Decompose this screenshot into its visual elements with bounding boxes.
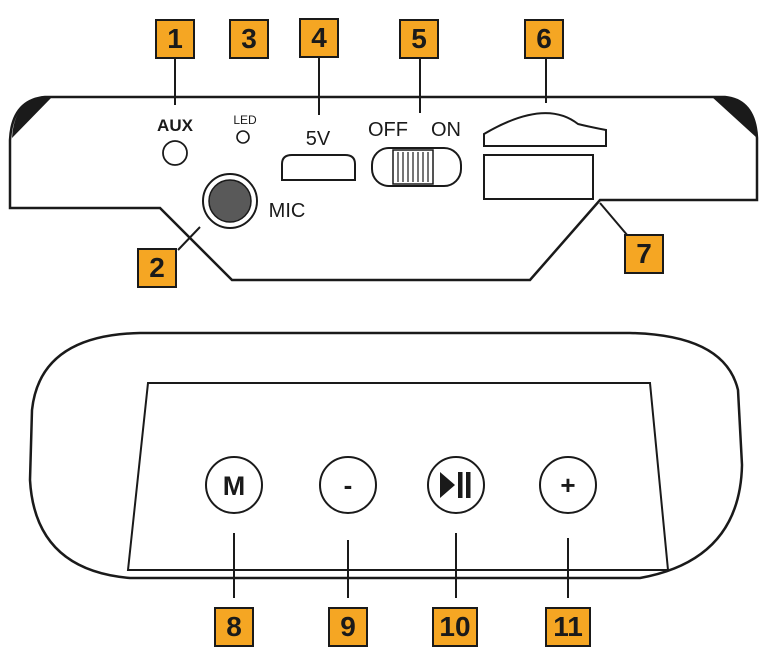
mic-ring xyxy=(202,173,258,229)
side-leader-lines xyxy=(174,58,629,251)
power-switch xyxy=(371,147,462,187)
led-label: LED xyxy=(233,113,257,127)
volume-up-label: + xyxy=(560,470,575,500)
side-panel-left-shade xyxy=(12,97,52,138)
usb-label: 5V xyxy=(306,128,331,150)
callout-10: 10 xyxy=(432,607,478,647)
aux-port xyxy=(162,140,188,166)
callout-1: 1 xyxy=(155,19,195,59)
play-pause-icon xyxy=(440,472,471,498)
usb-a-port xyxy=(483,154,594,200)
callout-9: 9 xyxy=(328,607,368,647)
volume-up-button xyxy=(539,456,597,514)
led-indicator xyxy=(236,130,250,144)
top-panel-outline xyxy=(28,331,744,580)
callout-8: 8 xyxy=(214,607,254,647)
callout-7: 7 xyxy=(624,234,664,274)
usb-port xyxy=(281,154,356,181)
mic-label: MIC xyxy=(269,200,306,222)
callout-11: 11 xyxy=(545,607,591,647)
mic-icon xyxy=(208,179,252,223)
callout-3: 3 xyxy=(229,19,269,59)
side-panel-right-shade xyxy=(712,97,757,138)
switch-off-label: OFF xyxy=(368,119,408,141)
play-pause-button xyxy=(427,456,485,514)
callout-5: 5 xyxy=(399,19,439,59)
volume-down-label: - xyxy=(344,470,353,500)
tf-card-slot xyxy=(483,112,607,147)
callout-2: 2 xyxy=(137,248,177,288)
mode-button-label: M xyxy=(223,471,246,501)
switch-on-label: ON xyxy=(431,119,461,141)
aux-label: AUX xyxy=(157,116,194,135)
button-plate-outline xyxy=(126,382,670,571)
mode-button xyxy=(205,456,263,514)
callout-6: 6 xyxy=(524,19,564,59)
top-leader-lines xyxy=(233,533,569,598)
switch-grip-lines xyxy=(397,152,429,182)
volume-down-button xyxy=(319,456,377,514)
callout-4: 4 xyxy=(299,18,339,58)
